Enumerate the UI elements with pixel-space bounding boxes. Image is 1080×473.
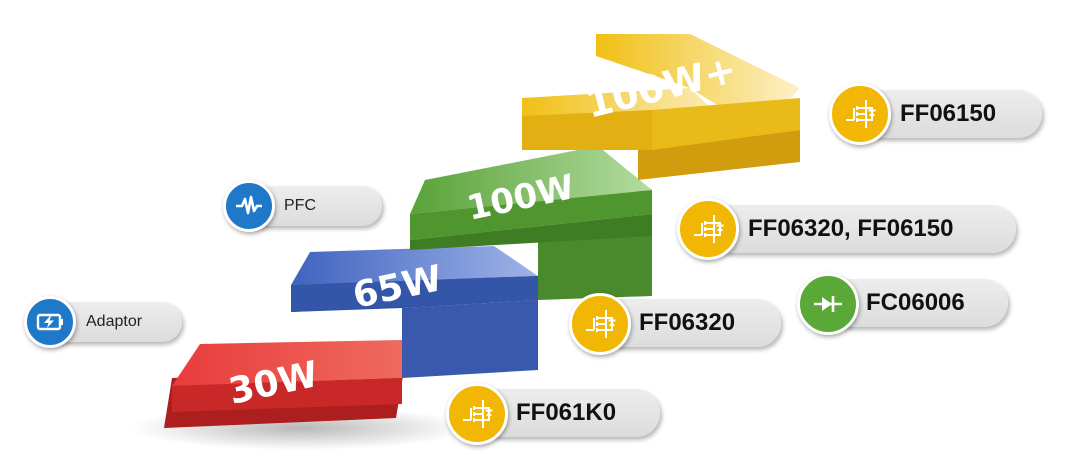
step-30w	[164, 340, 404, 428]
part-number-label: FF061K0	[516, 399, 617, 426]
battery-charge-icon	[24, 296, 76, 348]
part-number-label: FF06320, FF06150	[748, 215, 954, 242]
part-ff06320-ff06150: FF06320, FF06150	[708, 205, 1016, 253]
mosfet-icon	[569, 293, 631, 355]
diode-icon	[797, 273, 859, 335]
part-number-label: FF06320	[639, 309, 736, 336]
application-label: PFC	[284, 197, 316, 214]
part-number-label: FF06150	[900, 100, 997, 127]
part-number-label: FC06006	[866, 289, 965, 316]
step-100w	[410, 146, 652, 300]
waveform-icon	[223, 180, 275, 232]
mosfet-icon	[677, 198, 739, 260]
application-label: Adaptor	[86, 313, 143, 330]
step-100w-plus	[522, 34, 800, 180]
mosfet-icon	[446, 383, 508, 445]
mosfet-icon	[829, 83, 891, 145]
step-65w	[291, 246, 538, 378]
